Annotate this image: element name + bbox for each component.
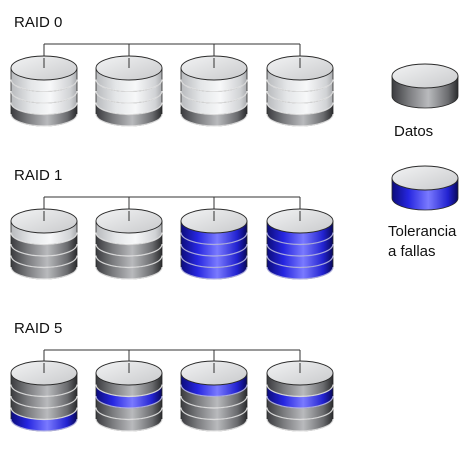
disk xyxy=(10,208,78,280)
disk-platter-edge xyxy=(10,102,78,116)
disk-platter-edge xyxy=(95,90,163,104)
disk-platter-edge xyxy=(95,395,163,409)
disk-platter-edge xyxy=(95,407,163,421)
disk-platter-edge xyxy=(180,102,248,116)
disk-platter-edge xyxy=(266,79,334,93)
raid-5-label: RAID 5 xyxy=(14,320,62,337)
disk xyxy=(10,360,78,432)
disk-platter-edge xyxy=(10,266,78,280)
disk-platter-edge xyxy=(266,255,334,269)
disk-platter-edge xyxy=(10,79,78,93)
raid-group-1: RAID 1 xyxy=(10,167,334,280)
disk xyxy=(10,55,78,127)
disk-platter-edge xyxy=(266,266,334,280)
disk-platter-edge xyxy=(95,243,163,257)
disk-platter-edge xyxy=(10,384,78,398)
disk-platter-edge xyxy=(10,395,78,409)
disk-platter-edge xyxy=(180,90,248,104)
disk-platter-edge xyxy=(95,266,163,280)
raid-group-2: RAID 5 xyxy=(10,320,334,432)
disk-platter-edge xyxy=(95,113,163,127)
raid-0-label: RAID 0 xyxy=(14,14,62,31)
disk-platter-edge xyxy=(180,232,248,246)
disk xyxy=(95,360,163,432)
disk-platter-edge xyxy=(266,384,334,398)
disk-platter-edge xyxy=(10,113,78,127)
legend-fault-label-line-1: Tolerancia xyxy=(388,223,457,240)
disk-platter-edge xyxy=(266,102,334,116)
legend-fault-label: Tolerancia a fallas xyxy=(388,223,461,260)
disk-platter-edge xyxy=(266,90,334,104)
disk-platter-edge xyxy=(266,418,334,432)
disk-platter-edge xyxy=(95,255,163,269)
disk-platter-edge xyxy=(95,418,163,432)
disk-platter-edge xyxy=(95,384,163,398)
disk-platter-edge xyxy=(10,232,78,246)
disk-platter-edge xyxy=(266,395,334,409)
disk-platter-edge xyxy=(266,232,334,246)
disk-platter-edge xyxy=(10,418,78,432)
disk-platter-edge xyxy=(10,255,78,269)
disk-platter-edge xyxy=(95,102,163,116)
disk xyxy=(266,360,334,432)
disk-platter-edge xyxy=(10,407,78,421)
disk-platter-edge xyxy=(180,79,248,93)
raid-0-disks xyxy=(10,55,334,127)
disk-platter-edge xyxy=(180,113,248,127)
raid-group-0: RAID 0 xyxy=(10,14,334,127)
disk-platter-edge xyxy=(266,407,334,421)
disk xyxy=(180,55,248,127)
raid-1-disks xyxy=(10,208,334,280)
disk-platter-edge xyxy=(180,407,248,421)
legend-fault-disk-icon xyxy=(391,165,459,211)
disk-platter-edge xyxy=(180,395,248,409)
legend-disk-top xyxy=(391,165,459,191)
legend-data-label: Datos xyxy=(394,123,433,140)
disk-platter-edge xyxy=(180,243,248,257)
disk-platter-edge xyxy=(180,418,248,432)
legend-disk-top xyxy=(391,63,459,89)
disk-platter-edge xyxy=(10,90,78,104)
raid-5-connector xyxy=(43,349,301,373)
disk xyxy=(266,55,334,127)
disk-platter-edge xyxy=(180,255,248,269)
disk-platter-edge xyxy=(95,79,163,93)
raid-5-disks xyxy=(10,360,334,432)
legend-fault-label-line-2: a fallas xyxy=(388,243,436,260)
disk-platter-edge xyxy=(10,243,78,257)
legend-data-disk-icon xyxy=(391,63,459,109)
disk-platter-edge xyxy=(95,232,163,246)
disk-platter-edge xyxy=(266,243,334,257)
raid-0-connector xyxy=(43,43,301,68)
raid-1-connector xyxy=(43,196,301,221)
disk-platter-edge xyxy=(180,266,248,280)
disk-platter-edge xyxy=(266,113,334,127)
raid-1-label: RAID 1 xyxy=(14,167,62,184)
legend: Datos Tolerancia a fallas xyxy=(388,63,461,260)
disk-platter-edge xyxy=(180,384,248,398)
disk xyxy=(95,55,163,127)
